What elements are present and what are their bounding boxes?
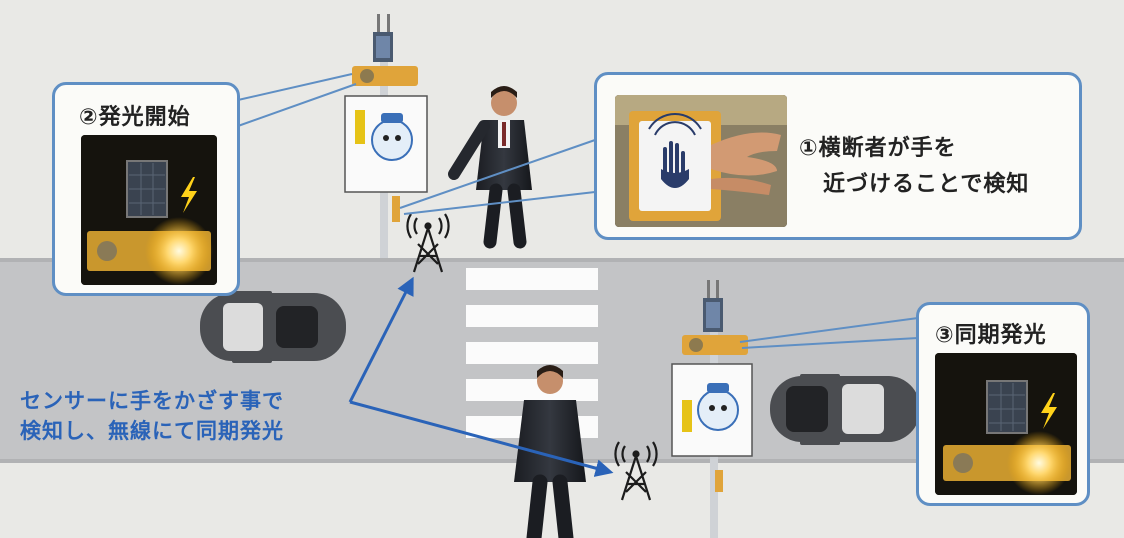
sync-caption-line2: 検知し、無線にて同期発光 (20, 416, 284, 446)
sync-caption: センサーに手をかざす事で 検知し、無線にて同期発光 (20, 386, 284, 446)
callout-title: ③同期発光 (935, 317, 1047, 349)
sensor-photo (615, 95, 787, 227)
detect-text-line1: ①横断者が手を (799, 131, 957, 167)
callout-step2: ②発光開始 (52, 82, 240, 296)
light-photo (935, 353, 1077, 495)
sync-caption-line1: センサーに手をかざす事で (20, 386, 284, 416)
callout-title: ②発光開始 (79, 99, 191, 131)
light-photo (81, 135, 217, 285)
person-icon (454, 86, 532, 242)
car-icon (770, 374, 920, 445)
car-icon (200, 291, 346, 363)
callout-step1: ①横断者が手を 近づけることで検知 (594, 72, 1082, 240)
callout-step3: ③同期発光 (916, 302, 1090, 506)
detect-text-line2: 近づけることで検知 (823, 167, 1029, 203)
